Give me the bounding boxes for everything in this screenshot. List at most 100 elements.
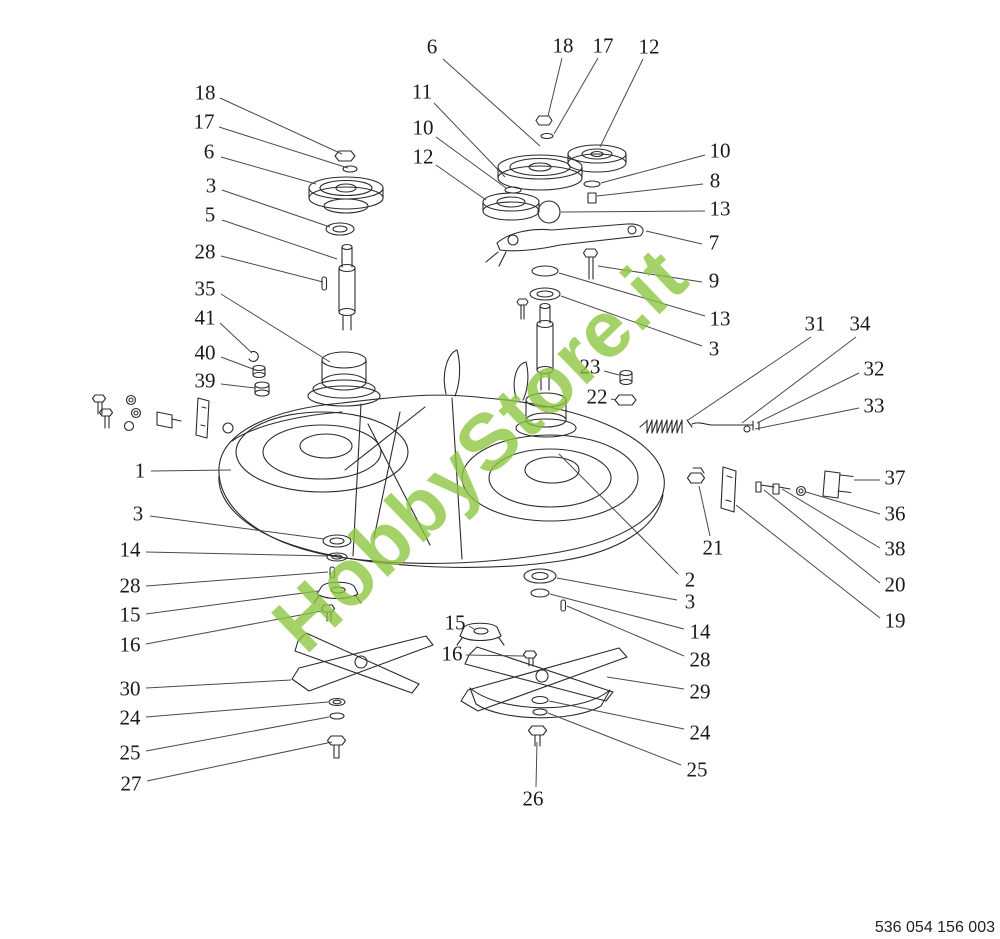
callout-38: 38	[884, 536, 906, 561]
callout-24: 24	[119, 705, 141, 730]
leader-line-23	[603, 370, 620, 376]
callout-20: 20	[884, 572, 906, 597]
leader-line-14	[549, 593, 685, 630]
leader-line-7	[645, 230, 703, 245]
leader-line-3	[560, 295, 703, 347]
leader-lines	[145, 57, 881, 788]
callout-2: 2	[684, 567, 696, 592]
leader-line-6	[442, 58, 541, 147]
callout-12: 12	[638, 34, 660, 59]
leader-line-25	[145, 716, 330, 752]
leader-line-36	[805, 491, 881, 515]
callout-14: 14	[689, 619, 711, 644]
callout-13: 13	[709, 196, 731, 221]
callout-29: 29	[689, 679, 711, 704]
callout-18: 18	[194, 80, 216, 105]
callout-22: 22	[586, 384, 608, 409]
callout-40: 40	[194, 340, 216, 365]
callout-17: 17	[592, 33, 614, 58]
right-bracket-group	[686, 466, 854, 513]
callout-3: 3	[132, 501, 144, 526]
leader-line-15	[145, 590, 319, 615]
callout-35: 35	[194, 276, 216, 301]
leader-line-29	[606, 676, 685, 690]
leader-line-8	[596, 183, 704, 197]
callout-5: 5	[204, 202, 216, 227]
callout-3: 3	[684, 589, 696, 614]
leader-line-26	[535, 741, 538, 788]
callout-1: 1	[134, 458, 146, 483]
leader-line-17	[218, 126, 349, 169]
leader-line-10	[600, 154, 706, 184]
leader-line-31	[687, 336, 812, 421]
callout-24: 24	[689, 720, 711, 745]
callout-25: 25	[119, 740, 141, 765]
leader-line-41	[219, 322, 253, 354]
callout-19: 19	[884, 608, 906, 633]
spring-assembly	[639, 419, 760, 434]
callout-17: 17	[193, 109, 215, 134]
leader-line-13	[558, 272, 706, 317]
callout-39: 39	[194, 368, 216, 393]
leader-line-20	[763, 489, 881, 584]
callout-8: 8	[709, 168, 721, 193]
left-hardware-group	[91, 350, 270, 439]
leader-line-10	[435, 136, 507, 189]
callout-31: 31	[804, 311, 826, 336]
callout-3: 3	[708, 336, 720, 361]
leader-line-1	[150, 469, 232, 472]
callout-36: 36	[884, 501, 906, 526]
callout-26: 26	[522, 786, 544, 811]
leader-line-3	[221, 189, 331, 228]
callout-37: 37	[884, 465, 906, 490]
leader-line-14	[145, 551, 328, 557]
leader-line-34	[741, 336, 857, 424]
leader-line-35	[220, 293, 331, 363]
leader-line-6	[220, 156, 317, 185]
leader-line-18	[547, 57, 563, 117]
leader-line-27	[146, 741, 333, 782]
leader-line-19	[735, 504, 881, 619]
leader-line-39	[220, 383, 256, 389]
leader-line-21	[698, 485, 711, 537]
leader-line-24	[145, 701, 329, 718]
leader-line-11	[433, 102, 506, 178]
callout-21: 21	[702, 535, 724, 560]
leader-line-30	[145, 679, 292, 689]
callout-13: 13	[709, 306, 731, 331]
leader-line-2	[558, 453, 679, 575]
deck-body	[218, 349, 665, 568]
callout-10: 10	[412, 115, 434, 140]
leader-line-13	[560, 210, 706, 213]
callout-16: 16	[441, 641, 463, 666]
leader-line-25	[547, 712, 682, 766]
leader-line-3	[556, 577, 678, 601]
leader-line-33	[754, 407, 860, 430]
leader-line-17	[553, 57, 599, 135]
leader-line-12	[599, 58, 644, 148]
callout-11: 11	[411, 79, 433, 104]
leader-line-28	[220, 255, 324, 283]
callout-32: 32	[863, 356, 885, 381]
leader-line-9	[597, 265, 703, 283]
callout-14: 14	[119, 537, 141, 562]
callout-28: 28	[689, 647, 711, 672]
leader-line-32	[756, 372, 860, 424]
callout-33: 33	[863, 393, 885, 418]
callout-23: 23	[579, 354, 601, 379]
callout-6: 6	[203, 139, 215, 164]
callout-7: 7	[708, 230, 720, 255]
callout-10: 10	[709, 138, 731, 163]
leader-line-28	[566, 605, 685, 657]
callout-9: 9	[708, 268, 720, 293]
callout-25: 25	[686, 757, 708, 782]
diagram-line-art	[91, 115, 854, 759]
center-spindle-assembly	[482, 115, 644, 438]
callout-12: 12	[412, 144, 434, 169]
leader-line-22	[610, 398, 617, 401]
leader-line-12	[435, 164, 487, 201]
callout-16: 16	[119, 632, 141, 657]
leader-line-5	[221, 219, 338, 260]
callout-28: 28	[119, 573, 141, 598]
